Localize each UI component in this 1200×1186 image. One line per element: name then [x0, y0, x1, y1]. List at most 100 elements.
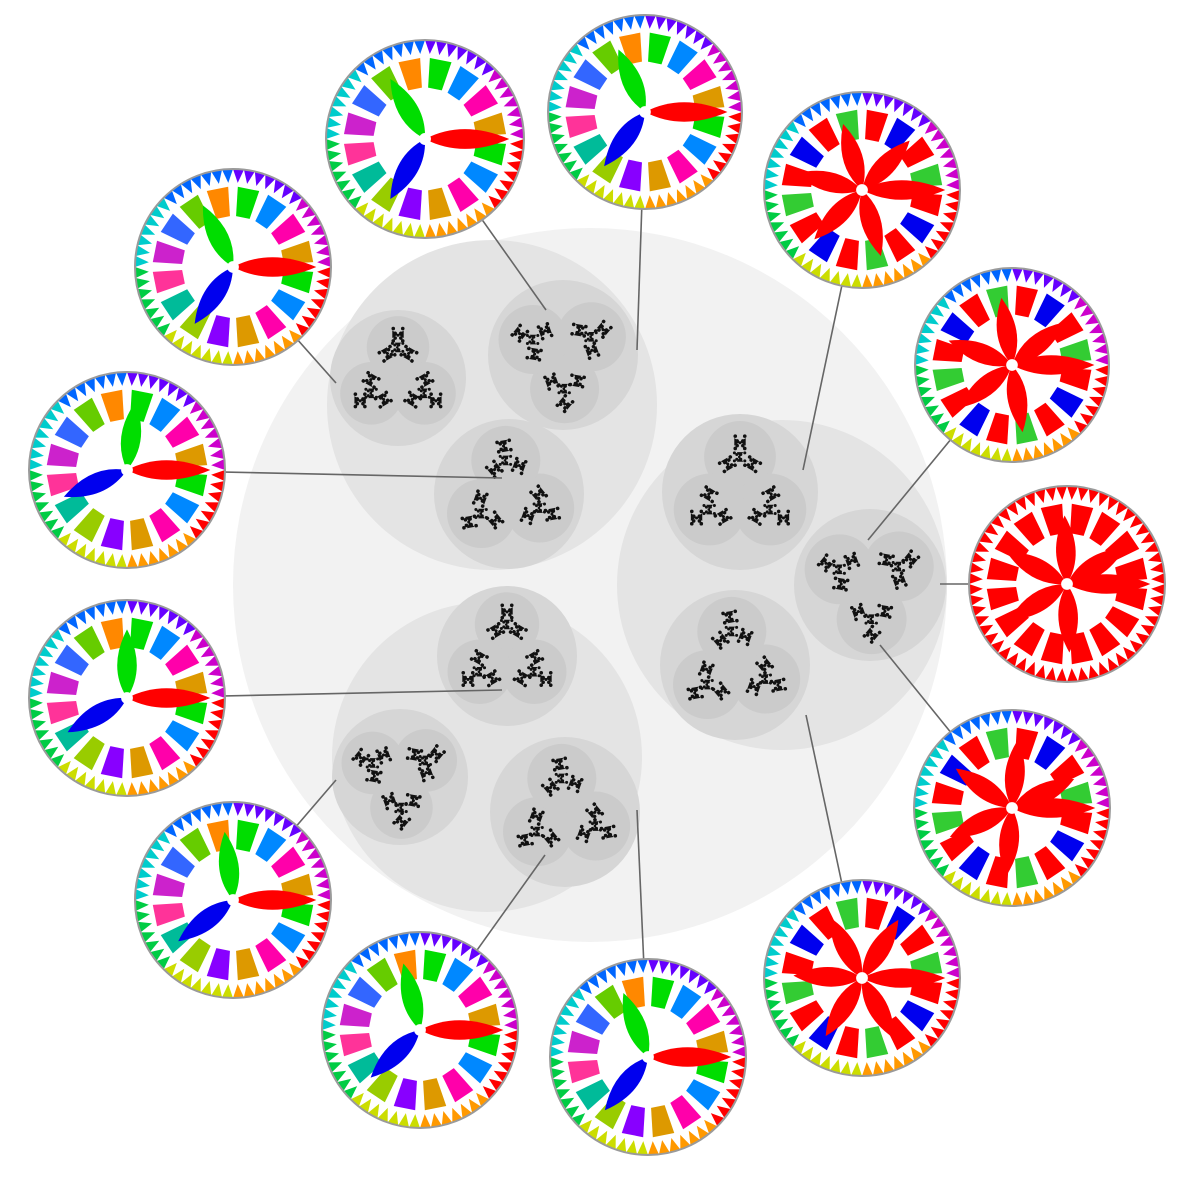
tile-right-upper-ring-tooth — [915, 375, 930, 387]
glyph-wing — [561, 383, 568, 394]
glyph-dot — [710, 636, 715, 641]
glyph-wing — [538, 326, 552, 338]
glyph-dot — [852, 608, 857, 612]
ll-group-top-leaf — [474, 592, 540, 657]
glyph — [530, 826, 544, 838]
glyph-dot — [725, 515, 730, 520]
glyph-dot — [536, 325, 541, 329]
glyph-dot — [427, 378, 432, 383]
tile-upper-right-ring-tooth — [764, 168, 779, 180]
glyph-dot — [483, 674, 487, 678]
tile-bottom-left-block — [468, 1033, 501, 1057]
glyph-dot — [688, 696, 692, 701]
glyph-dot — [463, 517, 468, 522]
tile-right-lower-ring-tooth — [916, 775, 932, 787]
tile-top-block — [573, 59, 608, 90]
glyph-dot — [499, 618, 503, 623]
glyph-dot — [518, 843, 522, 848]
tile-upper-right-ring-tooth — [910, 258, 924, 273]
tile-bottom-left-ring-tooth — [337, 1078, 352, 1092]
tile-top-content — [548, 15, 742, 209]
glyph-wing — [757, 658, 772, 672]
glyph-dot — [597, 328, 601, 332]
glyph-dot — [609, 325, 613, 330]
tile-left-lower-ring-tooth — [316, 910, 331, 922]
tile-top-block — [692, 86, 725, 109]
r-group-top-leaf — [673, 473, 746, 546]
tile-right-upper-petal — [1012, 355, 1095, 375]
ul-group-left-leaf — [340, 362, 403, 425]
glyph-wing — [558, 396, 573, 410]
glyph — [540, 777, 560, 797]
glyph-dot — [850, 605, 854, 610]
tile-left-upper-ring-tooth — [156, 323, 171, 337]
tile-bottom-left-ring-tooth — [322, 1040, 337, 1052]
glyph-dot — [551, 375, 555, 380]
tile-left-middle-up-ring-tooth — [127, 372, 138, 386]
glyph-dot — [724, 507, 728, 512]
tile-right-upper-ring-tooth — [1067, 289, 1081, 303]
tile-left-lower-ring-tooth — [254, 980, 266, 996]
glyph-dot — [820, 561, 824, 566]
glyph — [539, 671, 553, 687]
tile-left-middle-ring-tooth — [200, 738, 216, 751]
glyph — [717, 455, 737, 474]
glyph-dot — [904, 557, 909, 562]
glyph-wing — [548, 507, 558, 521]
glyph-dot — [874, 621, 878, 625]
tile-right-ring-tooth — [1045, 486, 1057, 501]
tile-left-lower-ring-tooth — [222, 802, 233, 816]
glyph-dot — [765, 505, 769, 509]
glyph — [532, 502, 547, 514]
glyph-dot — [691, 519, 696, 523]
ll-group-left-leaf — [370, 776, 433, 839]
glyph-dot — [556, 837, 561, 842]
glyph-dot — [421, 756, 425, 760]
tile-left-lower-block — [255, 938, 287, 973]
glyph-dot — [415, 377, 419, 381]
tile-right-upper-ring-tooth — [1001, 448, 1012, 462]
tile-lower-right-block — [789, 924, 824, 956]
tile-bottom-left-ring-tooth — [503, 1008, 518, 1020]
tile-left-upper-ring-tooth — [180, 340, 193, 356]
tile-top-block — [667, 149, 698, 184]
glyph-dot — [374, 395, 378, 399]
tile-left-middle-up-ring-tooth — [183, 532, 197, 547]
r-group-top-leaf — [734, 473, 807, 546]
glyph-dot — [364, 387, 368, 391]
glyph-dot — [379, 761, 384, 765]
glyph-wing — [429, 746, 444, 760]
glyph-dot — [887, 615, 892, 619]
glyph-dot — [544, 325, 549, 329]
glyph — [583, 341, 601, 361]
glyph-dot — [518, 323, 522, 328]
tile-upper-right-block — [808, 228, 840, 263]
glyph — [686, 685, 704, 701]
glyph-dot — [715, 491, 719, 496]
glyph-dot — [523, 460, 528, 464]
tile-bottom-ring-tooth — [648, 959, 659, 973]
tile-right-ring-tooth — [984, 522, 999, 536]
tile-left-lower-ring-tooth — [200, 980, 212, 996]
tile-left-upper-block — [179, 194, 211, 229]
glyph-dot — [539, 671, 544, 675]
glyph-dot — [702, 512, 706, 516]
glyph-dot — [686, 687, 691, 692]
glyph-wing — [376, 393, 390, 407]
tile-left-middle-ring-tooth — [57, 760, 71, 775]
glyph-dot — [405, 792, 410, 797]
glyph-dot — [534, 652, 538, 656]
tile-upper-right-petal — [795, 170, 862, 194]
glyph-dot — [472, 666, 476, 670]
ll-group-bottom-leaf — [527, 743, 597, 813]
glyph-dot — [417, 387, 421, 391]
glyph-dot — [699, 521, 704, 526]
glyph-dot — [402, 352, 407, 357]
glyph-dot — [565, 772, 569, 776]
tile-bottom-ring-tooth — [710, 987, 725, 1001]
tile-bottom-left-ring-tooth — [409, 932, 420, 946]
tile-top-block — [565, 115, 598, 138]
glyph-dot — [393, 343, 397, 347]
tile-left-upper-ring-tooth — [137, 234, 153, 246]
tile-right-lower-ring-tooth — [935, 864, 950, 878]
